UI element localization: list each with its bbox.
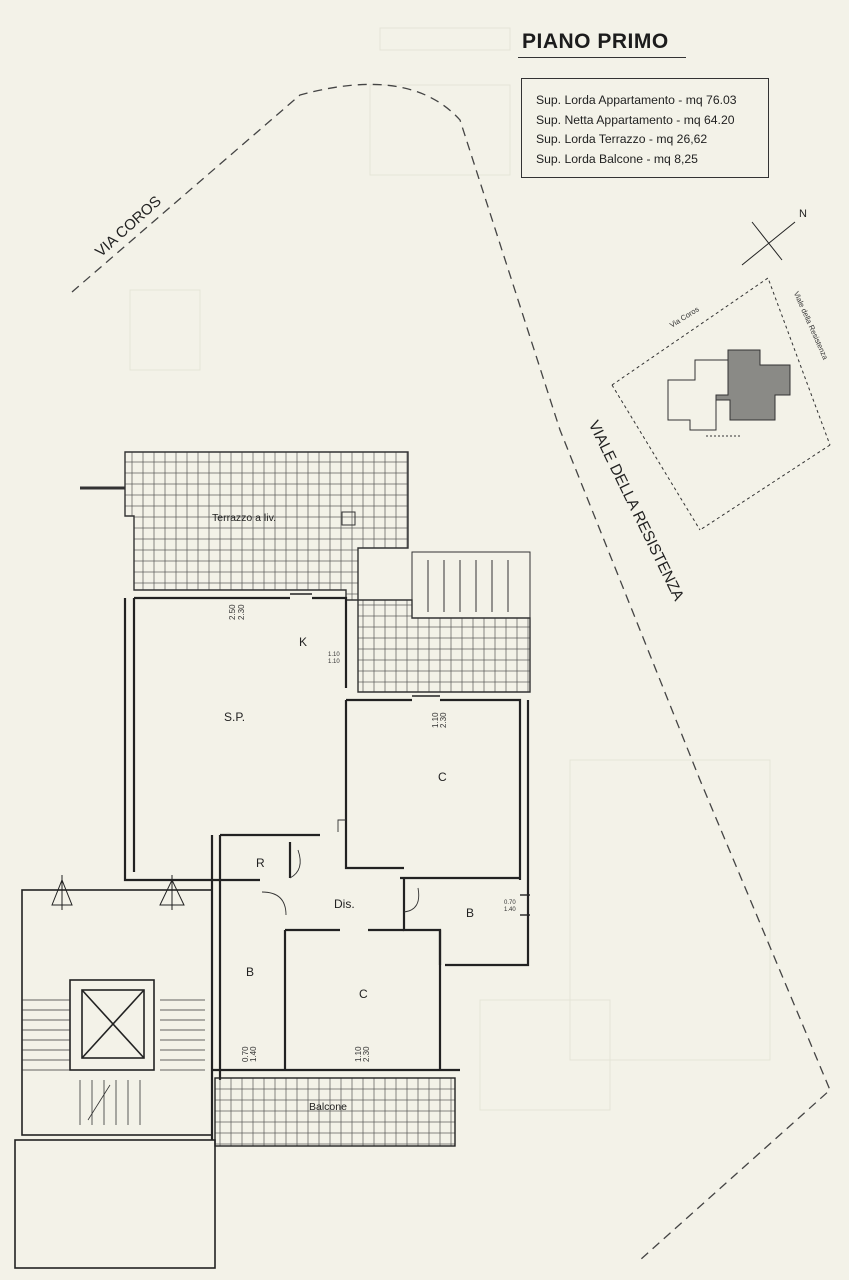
legend-line: Sup. Lorda Terrazzo - mq 26,62 [536, 132, 708, 146]
dim-c2-bottom: 2.30 [362, 1046, 371, 1062]
room-label-bath-2: B [246, 965, 255, 979]
legend-line: Sup. Netta Appartamento - mq 64.20 [536, 112, 735, 127]
north-label: N [799, 208, 807, 220]
title-underline [518, 57, 686, 58]
dim-c1-bottom: 2.30 [439, 712, 448, 728]
terrace-drain [341, 511, 356, 526]
room-label-hall: Dis. [334, 897, 355, 911]
dim-k-top: 1.10 [328, 652, 340, 658]
room-label-bedroom-2: C [359, 987, 368, 1001]
north-arrow [741, 221, 796, 266]
room-label-balcone: Balcone [309, 1101, 347, 1113]
dim-b1-bottom: 1.40 [504, 907, 516, 913]
area-legend: Sup. Lorda Appartamento - mq 76.03 Sup. … [521, 78, 769, 178]
legend-line: Sup. Lorda Appartamento - mq 76.03 [536, 93, 737, 107]
key-plan [611, 277, 831, 531]
ghost-artifacts [129, 27, 771, 1111]
stairwell [14, 889, 216, 1269]
room-label-kitchen: K [299, 635, 308, 649]
dim-sp-top: 2.50 [228, 604, 237, 620]
dim-b1-top: 0.70 [504, 900, 516, 906]
legend-line: Sup. Lorda Balcone - mq 8,25 [536, 151, 698, 166]
dim-k-bottom: 1.10 [328, 659, 340, 665]
room-label-living: S.P. [224, 710, 246, 724]
dim-b2-bottom: 1.40 [249, 1046, 258, 1062]
stair-treads [22, 999, 205, 1125]
room-label-storage: R [256, 856, 265, 870]
room-label-bedroom-1: C [438, 770, 447, 784]
section-markers [51, 875, 185, 910]
room-label-terrazzo: Terrazzo a liv. [212, 512, 276, 524]
room-label-bath-1: B [466, 906, 475, 920]
door-swings [261, 819, 420, 916]
dim-sp-bottom: 2.30 [237, 604, 246, 620]
property-boundary [71, 83, 831, 1261]
balcone-floor [214, 1077, 456, 1147]
apartment-walls [123, 596, 530, 1140]
windows [240, 593, 530, 1071]
page-title: PIANO PRIMO [522, 30, 669, 53]
terrace-steps [411, 551, 531, 619]
